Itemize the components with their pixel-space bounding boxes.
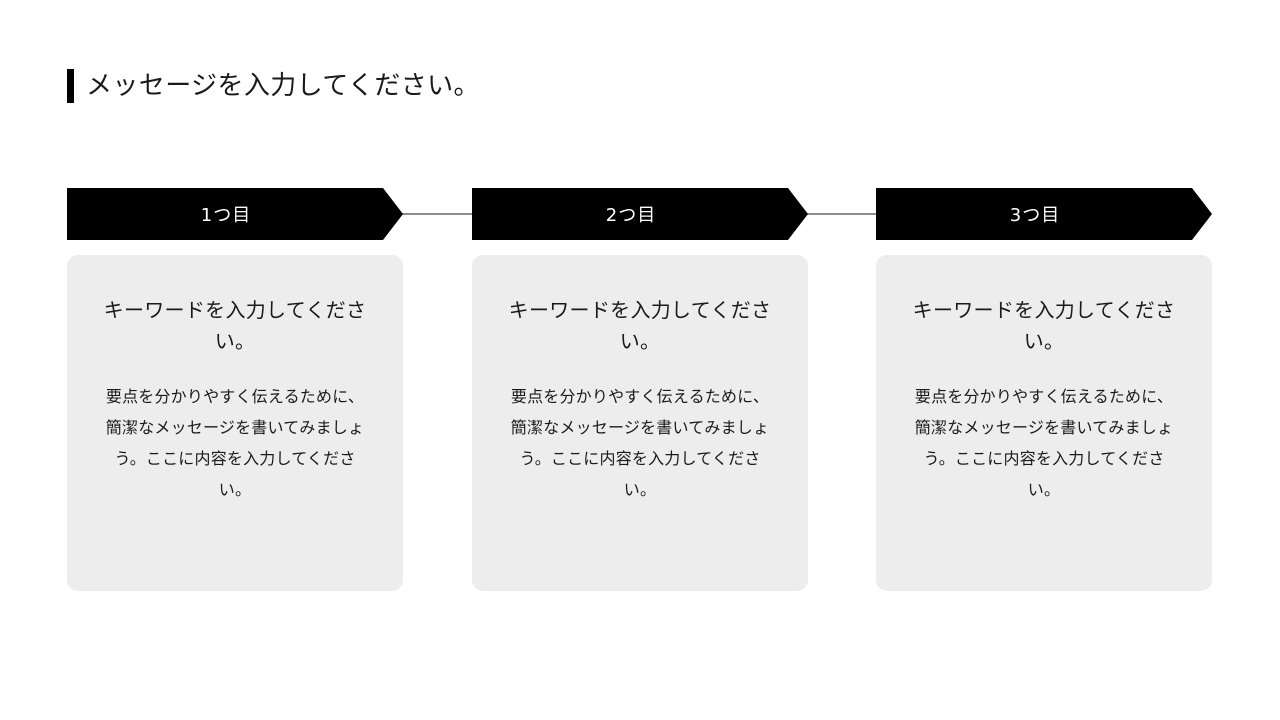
content-card-3[interactable]: キーワードを入力してください。 要点を分かりやすく伝えるために、簡潔なメッセージ… [876,255,1212,591]
content-card-heading-1: キーワードを入力してください。 [103,298,367,353]
content-card-1[interactable]: キーワードを入力してください。 要点を分かりやすく伝えるために、簡潔なメッセージ… [67,255,403,591]
step-chevron-2[interactable]: 2つ目 [472,188,808,240]
step-connector-2-3 [805,213,879,215]
content-card-body-3: 要点を分かりやすく伝えるために、簡潔なメッセージを書いてみましょう。ここに内容を… [914,387,1174,499]
content-card-heading-3: キーワードを入力してください。 [912,298,1176,353]
content-card-2[interactable]: キーワードを入力してください。 要点を分かりやすく伝えるために、簡潔なメッセージ… [472,255,808,591]
content-card-body-2: 要点を分かりやすく伝えるために、簡潔なメッセージを書いてみましょう。ここに内容を… [510,387,770,499]
page-title-text: メッセージを入力してください。 [86,71,480,101]
step-chevron-label-2: 2つ目 [605,205,657,226]
step-chevron-label-3: 3つ目 [1009,205,1061,226]
content-card-heading-2: キーワードを入力してください。 [508,298,772,353]
step-banner-row: 1つ目 2つ目 3つ目 [0,188,1280,240]
step-connector-1-2 [400,213,474,215]
step-chevron-label-1: 1つ目 [200,205,252,226]
content-card-body-1: 要点を分かりやすく伝えるために、簡潔なメッセージを書いてみましょう。ここに内容を… [105,387,365,499]
step-chevron-1[interactable]: 1つ目 [67,188,403,240]
title-accent-bar [67,69,74,103]
step-chevron-3[interactable]: 3つ目 [876,188,1212,240]
content-card-row: キーワードを入力してください。 要点を分かりやすく伝えるために、簡潔なメッセージ… [0,255,1280,591]
page-title: メッセージを入力してください。 [67,66,480,106]
